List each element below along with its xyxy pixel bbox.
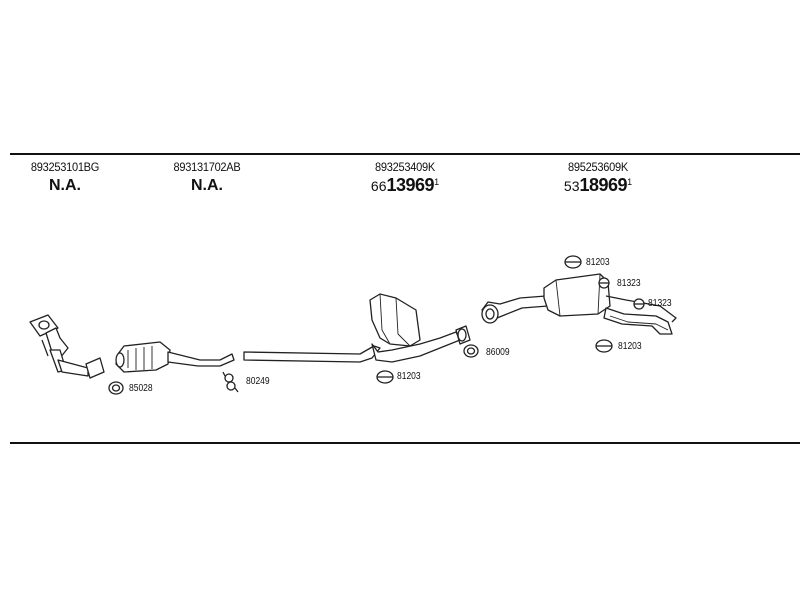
front-pipe-drawing bbox=[29, 314, 105, 379]
column-catalytic-converter: 893131702AB N.A. bbox=[162, 160, 252, 195]
callout-label: 80249 bbox=[246, 376, 270, 387]
availability-status: N.A. bbox=[49, 177, 81, 194]
column-middle-silencer: 893253409K 66139691 bbox=[355, 160, 455, 196]
bottom-divider-line bbox=[10, 442, 800, 444]
availability-status: N.A. bbox=[191, 177, 223, 194]
rear-silencer-drawing bbox=[481, 273, 677, 335]
rubber-mount-icon bbox=[598, 277, 610, 289]
part-prefix: 66 bbox=[370, 178, 387, 194]
bracket-icon bbox=[222, 371, 239, 393]
part-number: 53189691 bbox=[548, 175, 648, 196]
part-number: 66139691 bbox=[355, 175, 455, 196]
part-suffix: 1 bbox=[627, 177, 633, 187]
ring-clamp-icon bbox=[108, 381, 124, 395]
column-front-pipe: 893253101BG N.A. bbox=[20, 160, 110, 195]
callout-label: 81323 bbox=[648, 298, 672, 309]
intermediate-pipe-drawing bbox=[243, 345, 381, 363]
callout-label: 81203 bbox=[586, 257, 610, 268]
top-divider-line bbox=[10, 153, 800, 155]
column-rear-silencer: 895253609K 53189691 bbox=[548, 160, 648, 196]
part-prefix: 53 bbox=[563, 178, 580, 194]
part-main: 13969 bbox=[386, 175, 435, 195]
callout-label: 81203 bbox=[397, 371, 421, 382]
oe-number: 893253101BG bbox=[30, 160, 100, 174]
rubber-mount-icon bbox=[633, 298, 645, 310]
rubber-mount-icon bbox=[376, 370, 394, 384]
rubber-mount-icon bbox=[564, 255, 582, 269]
oe-number: 895253609K bbox=[568, 160, 628, 174]
part-main: 18969 bbox=[579, 175, 628, 195]
catalytic-converter-drawing bbox=[115, 341, 235, 373]
middle-silencer-drawing bbox=[369, 293, 471, 363]
callout-label: 81203 bbox=[618, 341, 642, 352]
oe-number: 893253409K bbox=[375, 160, 435, 174]
callout-label: 81323 bbox=[617, 278, 641, 289]
ring-clamp-icon bbox=[463, 344, 479, 358]
rubber-mount-icon bbox=[595, 339, 613, 353]
callout-label: 85028 bbox=[129, 383, 153, 394]
callout-label: 86009 bbox=[486, 347, 510, 358]
part-suffix: 1 bbox=[434, 177, 440, 187]
oe-number: 893131702AB bbox=[173, 160, 241, 174]
